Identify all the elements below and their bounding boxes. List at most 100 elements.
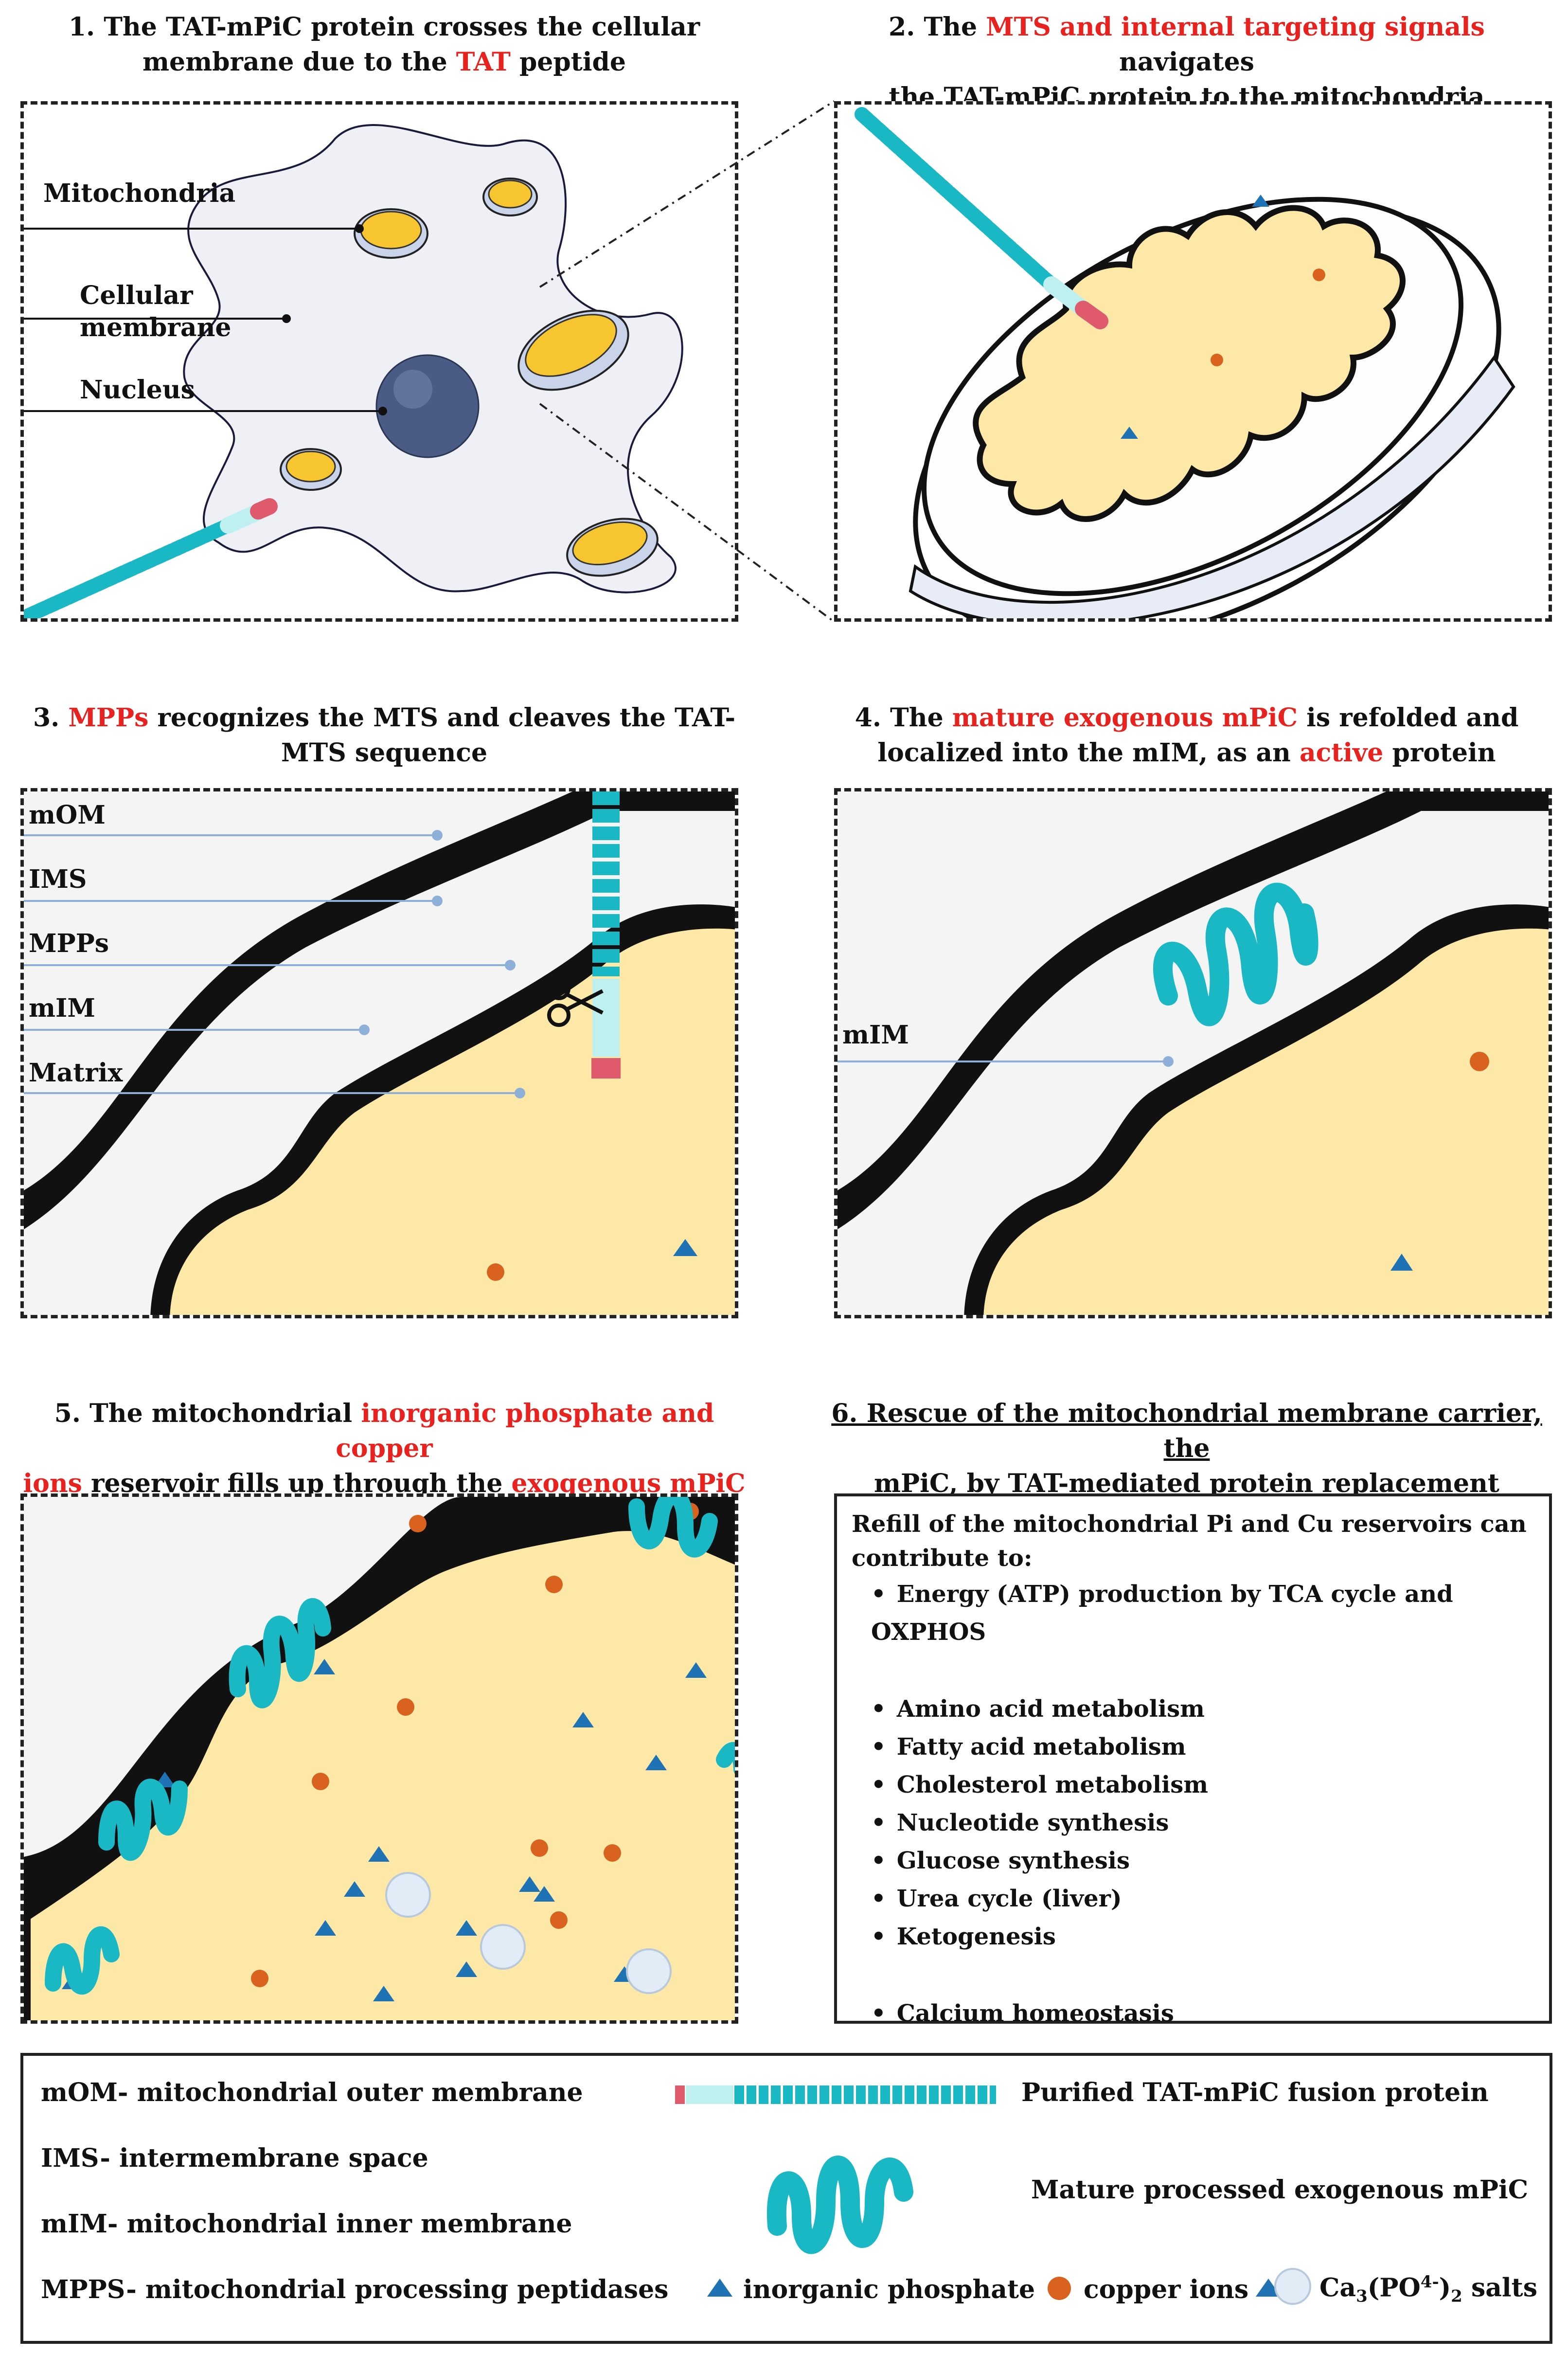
intro-line2: contribute to: <box>852 1545 1033 1572</box>
panel3-title-line2: MTS sequence <box>281 738 488 768</box>
panel1-title-line1: 1. The TAT-mPiC protein crosses the cell… <box>68 12 700 42</box>
bullet: • <box>871 1733 886 1761</box>
benefit-text: Urea cycle (liver) <box>896 1885 1122 1912</box>
salt-close: ) <box>1439 2273 1451 2303</box>
legend-mom: mOM- mitochondrial outer membrane <box>41 2078 583 2107</box>
label-mom: mOM <box>29 800 106 830</box>
legend-fusion: Purified TAT-mPiC fusion protein <box>1021 2078 1489 2107</box>
exogenous-highlight: exogenous mPiC <box>511 1469 746 1498</box>
panel4-title-text4: protein <box>1383 738 1496 768</box>
reservoir-closeup <box>24 1497 735 2020</box>
benefit-list: •Energy (ATP) production by TCA cycle an… <box>871 1575 1534 2032</box>
panel5-title: 5. The mitochondrial inorganic phosphate… <box>19 1396 749 1501</box>
benefit-text: Fatty acid metabolism <box>896 1733 1186 1761</box>
tat-highlight: TAT <box>456 47 511 77</box>
label-mpps: MPPs <box>29 929 109 958</box>
benefit-text: Amino acid metabolism <box>896 1695 1205 1723</box>
mitochondrion-1 <box>354 208 428 259</box>
salt-triangle-icon <box>1256 2279 1281 2297</box>
salt-formula: Ca <box>1319 2273 1356 2303</box>
salt-end: salts <box>1462 2273 1537 2303</box>
copper-ion <box>1211 354 1223 366</box>
benefit-item: • Amino acid metabolism <box>871 1690 1534 1728</box>
bullet: • <box>871 1771 886 1798</box>
label-nucleus: Nucleus <box>80 375 195 405</box>
benefit-text: Calcium homeostasis <box>896 2000 1174 2027</box>
mature-mpic-highlight: mature exogenous mPiC <box>952 703 1298 733</box>
bullet: • <box>871 1809 886 1836</box>
ca-salts <box>385 1872 672 1994</box>
benefit-text: Cholesterol metabolism <box>896 1771 1209 1798</box>
label-matrix: Matrix <box>29 1058 123 1088</box>
panel4-title-text2: is refolded and <box>1298 703 1519 733</box>
legend-copper: copper ions <box>1084 2275 1249 2304</box>
panel3-title-text: 3. <box>33 703 69 733</box>
legend-mpps: MPPS- mitochondrial processing peptidase… <box>41 2275 669 2304</box>
benefit-text: Ketogenesis <box>896 1923 1056 1950</box>
panel3-title-text2: recognizes the MTS and cleaves the TAT- <box>148 703 736 733</box>
pi-cu-highlight: inorganic phosphate and copper <box>336 1399 714 1463</box>
copper-ion <box>1470 1052 1489 1071</box>
label-mitochondria: Mitochondria <box>43 179 236 208</box>
mature-mpic-icon <box>766 2156 913 2254</box>
phosphate <box>1390 1254 1413 1271</box>
legend-salts: Ca3(PO4-)2 salts <box>1319 2272 1537 2306</box>
mitochondrion-3 <box>517 309 629 391</box>
label-mim-4: mIM <box>842 1020 909 1050</box>
benefit-text: Energy (ATP) production by TCA cycle and… <box>871 1581 1453 1646</box>
benefit-item: • Cholesterol metabolism <box>871 1766 1534 1804</box>
phosphate <box>673 1239 697 1256</box>
phosphate <box>1252 195 1269 207</box>
label-membrane: membrane <box>80 313 232 342</box>
panel1-cell-diagram: Mitochondria Cellular membrane Nucleus <box>20 101 738 622</box>
membrane-closeup-3 <box>24 791 735 1315</box>
panel2-title: 2. The MTS and internal targeting signal… <box>822 10 1551 115</box>
panel1-title-text: membrane due to the <box>143 47 456 77</box>
bullet: • <box>871 1695 886 1723</box>
active-highlight: active <box>1299 738 1384 768</box>
phosphate <box>1121 427 1138 439</box>
panel1-title: 1. The TAT-mPiC protein crosses the cell… <box>19 10 749 80</box>
benefit-item: • Fatty acid metabolism <box>871 1728 1534 1766</box>
mitochondrion-closeup <box>855 107 1515 618</box>
panel6-title-line1: 6. Rescue of the mitochondrial membrane … <box>831 1399 1542 1463</box>
copper-ion <box>1313 269 1325 281</box>
benefit-text: Nucleotide synthesis <box>896 1809 1169 1836</box>
benefit-item: •Energy (ATP) production by TCA cycle an… <box>871 1575 1534 1651</box>
salt-sub1: 3 <box>1356 2286 1368 2306</box>
scissors-icon <box>547 977 604 1027</box>
label-ims: IMS <box>29 864 87 894</box>
panel6-title: 6. Rescue of the mitochondrial membrane … <box>822 1396 1551 1536</box>
panel2-title-text: 2. The <box>889 12 986 42</box>
legend-box: mOM- mitochondrial outer membrane IMS- i… <box>20 2053 1552 2344</box>
salt-mid: (PO <box>1367 2273 1421 2303</box>
ions-highlight: ions <box>23 1469 82 1498</box>
panel4-title-text3: localized into the mIM, as an <box>877 738 1300 768</box>
panel3-cleavage: mOM IMS MPPs mIM Matrix <box>20 788 738 1318</box>
bullet: • <box>871 1581 886 1608</box>
mitochondrion-4 <box>280 448 342 491</box>
benefit-item: • Ketogenesis <box>871 1918 1534 1956</box>
salt-sub2: 2 <box>1451 2286 1462 2306</box>
label-mim: mIM <box>29 993 95 1023</box>
cristae-matrix <box>973 205 1406 522</box>
panel6-intro: Refill of the mitochondrial Pi and Cu re… <box>852 1507 1534 1575</box>
legend-phosphate: inorganic phosphate <box>743 2275 1035 2304</box>
phosphates <box>62 1659 707 2001</box>
panel6-benefits-box: Refill of the mitochondrial Pi and Cu re… <box>834 1493 1552 2027</box>
legend-ims: IMS- intermembrane space <box>41 2143 428 2173</box>
mpps-highlight: MPPs <box>68 703 149 733</box>
panel4-title: 4. The mature exogenous mPiC is refolded… <box>822 701 1551 771</box>
label-cellular: Cellular <box>80 281 193 310</box>
membrane-closeup-4 <box>837 791 1549 1315</box>
panel5-title-text2: reservoir fills up through the <box>82 1469 512 1498</box>
panel4-refolding: mIM <box>834 788 1552 1318</box>
copper-ion <box>487 1263 504 1281</box>
bullet: • <box>871 1923 886 1950</box>
benefit-item: • Urea cycle (liver) <box>871 1880 1534 1918</box>
bullet: • <box>871 1885 886 1912</box>
panel2-title-text2: navigates <box>1119 47 1254 77</box>
phosphate-icon <box>707 2279 732 2297</box>
mts-highlight: MTS and internal targeting signals <box>986 12 1485 42</box>
benefit-text: Glucose synthesis <box>896 1847 1130 1874</box>
